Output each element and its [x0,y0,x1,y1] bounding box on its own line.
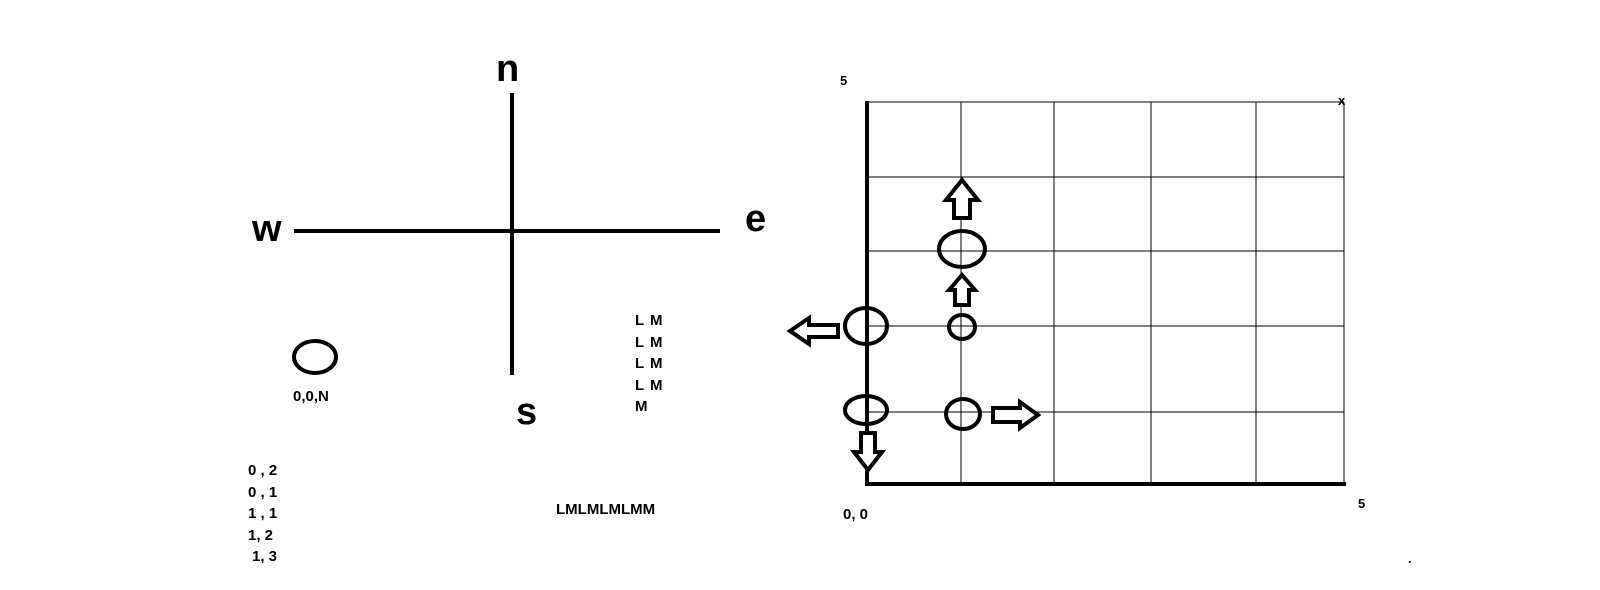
start-position-label: 0,0,N [293,388,329,405]
command-string: LMLMLMLMM [556,501,656,518]
coordinates-list: 0 , 2 0 , 1 1 , 1 1, 2 1, 3 [248,463,277,571]
arrow-up-icon [944,271,980,307]
stray-dot: . [1408,551,1412,566]
compass-east-label: e [745,198,767,240]
grid-corner-mark: x [1338,93,1346,108]
rover-position-oval [843,306,889,346]
arrow-right-icon [991,398,1042,432]
arrow-up-icon [941,176,983,220]
grid-lines [866,101,1345,483]
command-item: L M [635,355,664,372]
coordinate-item: 1, 2 [248,526,274,544]
rover-position-oval [947,313,977,341]
rover-position-oval [937,229,987,269]
grid-y-max-label: 5 [840,73,848,88]
coordinate-item: 1, 3 [252,548,278,565]
coordinate-item: 1 , 1 [248,505,278,522]
start-rover-icon [292,339,338,375]
command-item: M [635,398,649,415]
commands-list: L M L M L M L M M [635,313,664,421]
compass-south-label: s [516,391,538,433]
coordinate-item: 0 , 1 [248,483,278,501]
rover-position-oval [843,394,889,426]
rover-position-oval [944,397,982,431]
command-item: L M [635,376,664,394]
compass-west-label: w [252,208,282,250]
grid-x-max-label: 5 [1358,496,1366,511]
arrow-left-icon [786,314,840,348]
command-item: L M [635,333,664,351]
command-item: L M [635,312,664,329]
compass-north-label: n [496,48,520,90]
arrow-down-icon [849,431,887,474]
coordinate-item: 0 , 2 [248,462,278,479]
grid-origin-label: 0, 0 [843,506,869,523]
